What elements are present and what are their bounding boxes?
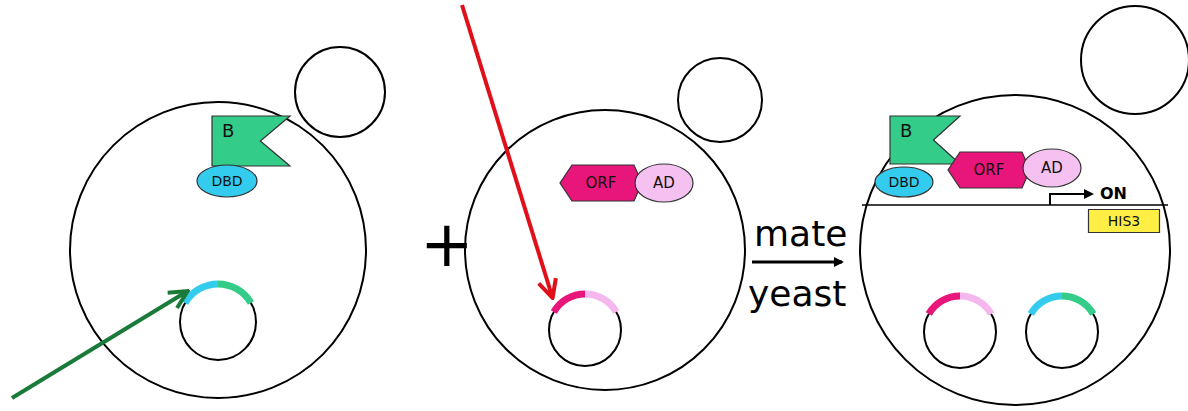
node-text: ORF: [586, 176, 617, 191]
orf-hexagon: ORF: [948, 152, 1030, 188]
node-text: AD: [653, 176, 675, 191]
bait-flag: B: [212, 116, 290, 166]
plus-sign: +: [420, 212, 474, 276]
node-text: B: [222, 122, 234, 140]
dbd-domain: DBD: [196, 164, 258, 198]
node-text: DBD: [211, 174, 242, 188]
mate-label: mate: [754, 216, 847, 252]
on-label: ON: [1100, 186, 1127, 202]
orf-hexagon: ORF: [560, 165, 642, 201]
ad-domain: AD: [634, 163, 694, 203]
dbd-domain: DBD: [874, 166, 934, 198]
node-text: DBD: [888, 175, 919, 189]
his3-gene: HIS3: [1088, 209, 1160, 233]
yeast-label: yeast: [748, 276, 846, 312]
node-text: ORF: [974, 163, 1005, 178]
node-text: AD: [1041, 161, 1063, 176]
node-text: B: [900, 122, 912, 140]
bait-flag: B: [890, 116, 960, 164]
ad-domain: AD: [1022, 148, 1082, 188]
node-text: HIS3: [1108, 214, 1140, 228]
